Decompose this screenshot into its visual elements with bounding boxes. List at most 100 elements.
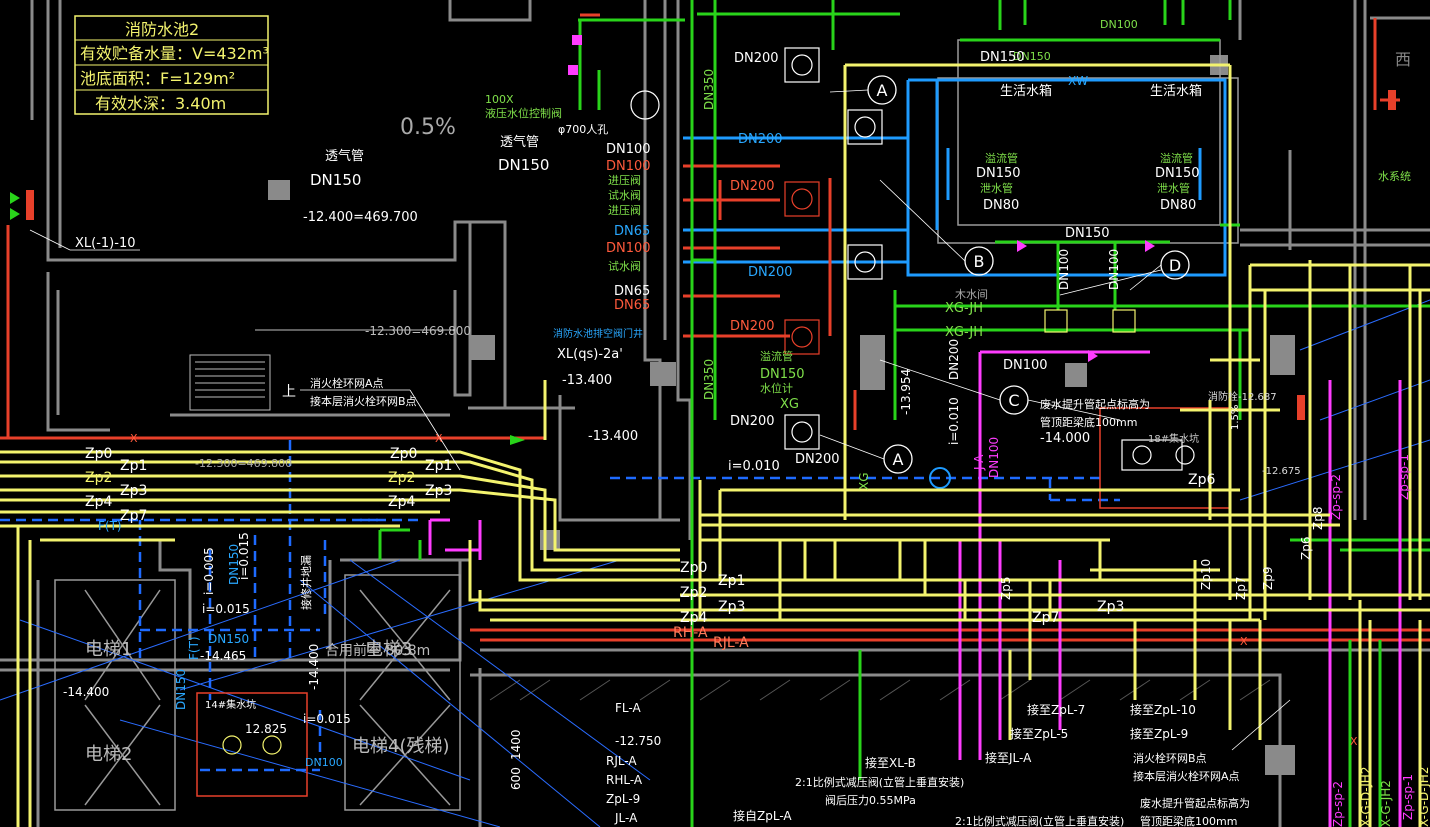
xlb: 接至XL-B (865, 755, 916, 770)
slope-1: i=0.010 (728, 459, 780, 474)
tank-drain-2: 泄水管 (1157, 181, 1190, 195)
pump-note: 接修井地漏 (299, 555, 313, 610)
callout-a1: A (877, 81, 888, 100)
elevator-1: 电梯1 (85, 639, 132, 660)
ft-2: F(T) (187, 636, 201, 660)
elev-13954: -13.954 (899, 369, 913, 415)
dn150-pump: DN150 (760, 367, 805, 382)
pump-tag: 水位计 (760, 381, 793, 395)
dn65-white: DN65 (614, 284, 650, 299)
xgjh2-v: X-G-JH2 (1379, 780, 1393, 827)
tank-top-label: DN150 (1013, 50, 1051, 63)
callout-a2: A (893, 450, 904, 469)
xw-label: XW (1068, 74, 1088, 88)
zp-left-2: Zp2 (85, 470, 112, 486)
tank-dr-dn-2: DN80 (1160, 198, 1196, 213)
pool-texts: 消防水池2 有效贮备水量：V=432m³ 池底面积：F=129m² 有效水深：3… (80, 20, 269, 113)
hatch-area (489, 679, 1271, 701)
dn200-white: DN200 (730, 414, 775, 429)
valve-note-2: 液压水位控制阀 (485, 106, 562, 120)
elevator-4: 电梯4(残梯) (352, 736, 450, 757)
pump-overflow: 溢流管 (760, 349, 793, 363)
lift-elev-3: -14.400 (307, 644, 321, 690)
dn100-red-2: DN100 (606, 241, 651, 256)
dn150-f3: DN150 (174, 669, 188, 710)
zp-right-5: RJL-A (713, 635, 749, 651)
xg-vertical: XG (857, 472, 871, 490)
pool-row-area: 池底面积：F=129m² (80, 69, 235, 88)
slope-4-v: i=0.015 (237, 532, 251, 580)
zpl9: ZpL-9 (606, 792, 640, 806)
tank-overflow-2: 溢流管 (1160, 151, 1193, 165)
hydrant2-1: 消火栓环网B点 (1133, 751, 1207, 765)
zp-right-3: Zp4 (680, 610, 707, 626)
sewage-2: 管顶距梁底100mm (1040, 415, 1137, 429)
stairs-up-label: 上 (282, 384, 296, 400)
zp5-v: Zp5 (999, 577, 1013, 600)
x-marker-4: X (1350, 735, 1358, 748)
ft-1: F(T) (98, 519, 122, 533)
x-marker-2: X (435, 432, 443, 445)
dn100-pit: DN100 (305, 756, 343, 769)
zpsp2b: Zp-sp-2 (1331, 781, 1345, 827)
lift-elev-labels: -14.400 -14.465 12.825 14#集水坑 i=0.015 i=… (63, 519, 351, 769)
stairs (189, 354, 271, 411)
jinya2-label: 进压阀 (608, 203, 641, 217)
zp6-box: Zp6 (1188, 472, 1215, 488)
jla2: 接至JL-A (985, 750, 1032, 765)
lift-elev-2: -14.465 (200, 649, 246, 663)
hydrant2-2: 接本层消火栓环网A点 (1133, 769, 1240, 783)
jinya-label: 进压阀 (608, 173, 641, 187)
dn350-top: DN350 (702, 69, 716, 110)
dn65-blue: DN65 (614, 224, 650, 239)
x-marker-1: X (130, 432, 138, 445)
zp-right-labels: Zp0 Zp1 Zp2 Zp4 RH-A RJL-A Zp3 Zp7 Zp3 Z… (673, 472, 1215, 651)
callout-d: D (1169, 256, 1181, 275)
slope-2-v: i=0.010 (947, 397, 961, 445)
elevator-3: 电梯3 (365, 639, 412, 660)
magenta-pipes (428, 350, 1402, 827)
x-marker-3: X (1240, 635, 1248, 648)
zp-mid-4: Zp4 (388, 494, 415, 510)
dn100-red-1: DN100 (606, 159, 651, 174)
zp-left-4: Zp4 (85, 494, 112, 510)
zp7-v: Zp7 (1234, 577, 1248, 600)
dn100-g1: DN100 (1057, 249, 1071, 290)
dn200-top: DN200 (734, 51, 779, 66)
dn200-white-2: DN200 (795, 452, 840, 467)
pit-elev-1: -13.400 (562, 373, 612, 388)
leader-lines (29, 89, 1291, 751)
zp6-v: Zp6 (1299, 537, 1313, 560)
sewage-1: 废水提升管起点标高为 (1040, 397, 1150, 411)
dn100-v: DN100 (987, 437, 1001, 478)
zp10-v: Zp10 (1199, 559, 1213, 590)
zpl10: 接至ZpL-10 (1130, 702, 1196, 717)
elevator-shafts (54, 574, 461, 811)
sewage2-1: 废水提升管起点标高为 (1140, 796, 1250, 810)
elev-c: -12.300=469.800 (195, 457, 292, 470)
dn150-tank: DN150 (980, 50, 1025, 65)
elevator-labels: 电梯1 电梯2 电梯3 电梯4(残梯) 合用前室 80.8m (85, 639, 450, 765)
zp-left-0: Zp0 (85, 446, 112, 462)
zp-mid-2: Zp2 (388, 470, 415, 486)
elevator-2: 电梯2 (85, 744, 132, 765)
green-labels: 100X 液压水位控制阀 进压阀 试水阀 进压阀 试水阀 溢流管 水位计 溢流管… (485, 50, 1411, 477)
dn200-blue: DN200 (738, 132, 783, 147)
pipe-tags: XG-JH XG-JH XG i=0.010 -14.000 (728, 301, 1090, 474)
zp8-v: Zp8 (1311, 507, 1325, 530)
sewage-notes: 废水提升管起点标高为 管顶距梁底100mm 废水提升管起点标高为 管顶距梁底10… (553, 327, 1250, 827)
riser-notes: FL-A -12.750 RJL-A RHL-A ZpL-9 JL-A 接至Zp… (606, 701, 1240, 827)
hydrant-note-2: 接本层消火栓环网B点 (310, 394, 417, 408)
zp-right-4: RH-A (673, 625, 708, 641)
vent-label: 透气管 (325, 148, 364, 164)
ja-v: J-A (972, 454, 986, 471)
xgjh-2: XG-JH (945, 325, 983, 340)
xgdjh2: X-G-D-JH2 (1359, 767, 1373, 827)
zp-mid-3: Zp3 (425, 483, 452, 499)
vent-size: DN150 (310, 171, 361, 189)
xl-minus-label: XL(-1)-10 (75, 236, 136, 251)
reducer-3: 2:1比例式减压阀(立管上垂直安装) (955, 814, 1124, 827)
reducer-1: 2:1比例式减压阀(立管上垂直安装) (795, 775, 964, 789)
dn150-mid: DN150 (1065, 226, 1110, 241)
